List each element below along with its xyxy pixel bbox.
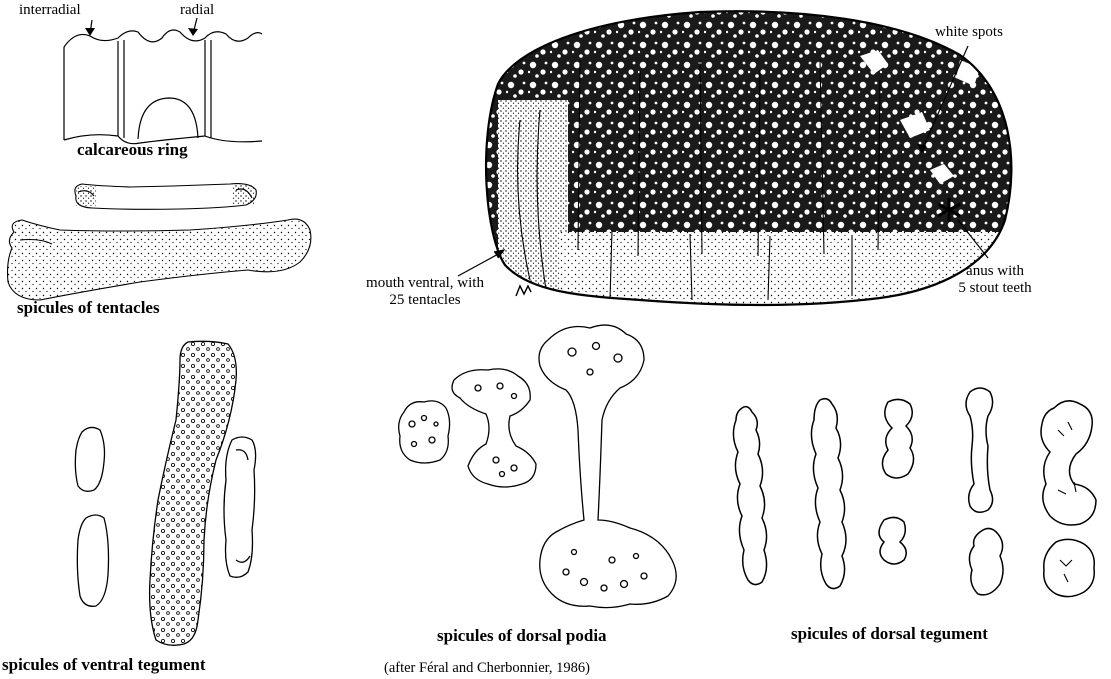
tegument-rod-2 xyxy=(811,399,846,589)
ring-top-outline xyxy=(64,30,262,47)
anus-label-line1: anus with xyxy=(935,263,1055,280)
calcareous-ring-drawing xyxy=(64,18,262,144)
tegument-rod-1 xyxy=(733,407,766,585)
dorsal-tegument-caption: spicules of dorsal tegument xyxy=(791,624,988,643)
tentacle-spicules-caption: spicules of tentacles xyxy=(17,298,160,317)
ventral-oval-spicule-2 xyxy=(77,515,108,606)
tegument-dumbbell-1 xyxy=(882,399,913,478)
tegument-rosette-1 xyxy=(1041,401,1096,525)
white-spots-label: white spots xyxy=(935,24,1003,41)
interradial-label: interradial xyxy=(19,2,81,19)
calcareous-ring-caption: calcareous ring xyxy=(77,140,188,159)
tegument-stick-2 xyxy=(969,528,1003,594)
mouth-mark xyxy=(516,286,531,296)
ring-notch xyxy=(138,98,198,139)
anus-label-line2: 5 stout teeth xyxy=(935,280,1055,297)
tegument-stick-1 xyxy=(966,388,993,512)
ventral-tegument-spicules-drawing xyxy=(75,341,255,645)
ventral-rod-spicule xyxy=(150,341,237,645)
podia-spicule-small xyxy=(399,401,450,463)
mouth-label-line2: 25 tentacles xyxy=(352,292,498,309)
tegument-rosette-2 xyxy=(1044,539,1095,596)
ventral-tegument-caption: spicules of ventral tegument xyxy=(2,655,206,674)
credit-text: (after Féral and Cherbonnier, 1986) xyxy=(384,660,590,677)
tentacle-spicule-small xyxy=(75,184,256,210)
radial-label: radial xyxy=(180,2,214,19)
podia-spicule-medium xyxy=(452,369,536,487)
mouth-label-line1: mouth ventral, with xyxy=(352,275,498,292)
podia-spicule-large xyxy=(539,325,676,608)
tentacle-spicules-drawing xyxy=(8,184,311,300)
dorsal-podia-spicules-drawing xyxy=(399,325,677,608)
tentacle-spicule-large xyxy=(8,219,311,300)
dorsal-tegument-spicules-drawing xyxy=(733,388,1096,597)
dorsal-podia-caption: spicules of dorsal podia xyxy=(437,626,607,645)
tegument-dumbbell-2 xyxy=(879,517,906,564)
ventral-oval-spicule-1 xyxy=(75,427,104,491)
ventral-wavy-spicule xyxy=(224,437,256,577)
